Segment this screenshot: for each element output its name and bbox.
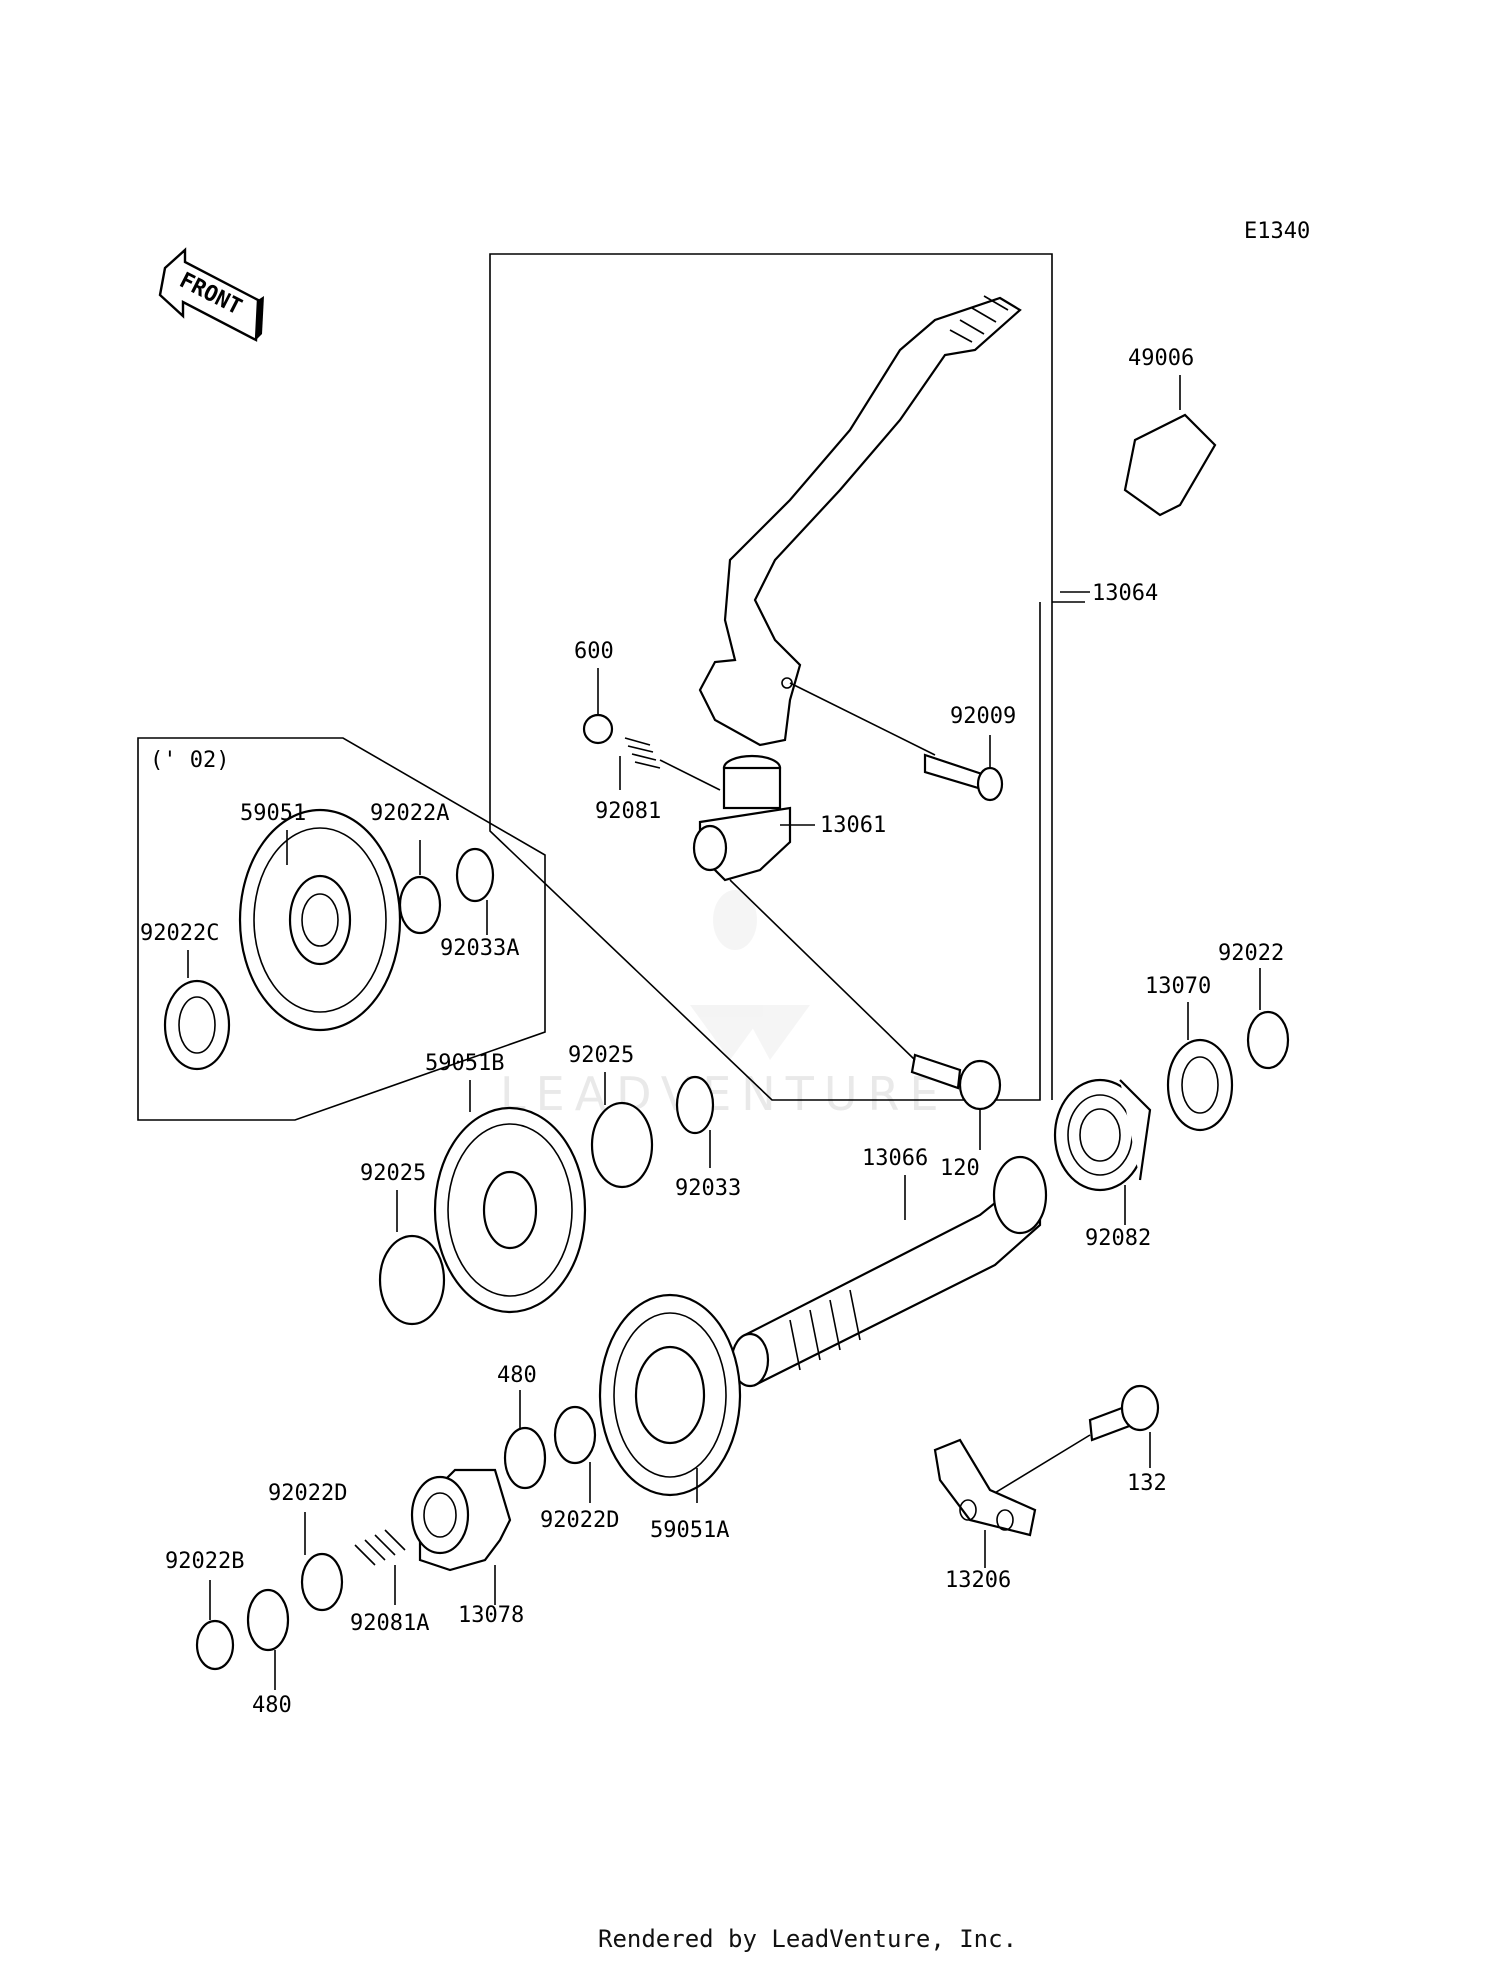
inset-label: (' 02) <box>150 748 229 773</box>
label-92025-left: 92025 <box>360 1161 426 1186</box>
gear-59051B <box>433 1106 587 1314</box>
label-13064: 13064 <box>1092 581 1158 606</box>
label-92033A: 92033A <box>440 936 519 961</box>
label-92082: 92082 <box>1085 1226 1151 1251</box>
label-92009: 92009 <box>950 704 1016 729</box>
kick-shaft-13066 <box>730 1155 1048 1388</box>
label-13066: 13066 <box>862 1146 928 1171</box>
label-13070: 13070 <box>1145 974 1211 999</box>
label-59051A: 59051A <box>650 1518 729 1543</box>
label-13061: 13061 <box>820 813 886 838</box>
label-13078: 13078 <box>458 1603 524 1628</box>
inset-box-02 <box>137 737 546 1121</box>
circlip-480-top <box>503 1426 547 1490</box>
washer-92025-left <box>378 1234 446 1326</box>
ratchet-13078 <box>410 1468 512 1572</box>
label-92022D-left: 92022D <box>268 1481 347 1506</box>
stopper-plate-13206 <box>933 1438 1037 1537</box>
circlip-480-bottom <box>246 1588 290 1652</box>
label-59051B: 59051B <box>425 1051 504 1076</box>
spring-92081 <box>624 737 661 769</box>
collar-13070 <box>1166 1038 1234 1132</box>
torsion-spring-92082 <box>1053 1078 1152 1192</box>
label-92022C: 92022C <box>140 921 219 946</box>
label-480-top: 480 <box>497 1363 537 1388</box>
label-13206: 13206 <box>945 1568 1011 1593</box>
bolt-132 <box>1088 1384 1160 1442</box>
washer-92025-top <box>590 1101 654 1189</box>
label-92022D-right: 92022D <box>540 1508 619 1533</box>
label-132: 132 <box>1127 1471 1167 1496</box>
gear-59051A <box>598 1293 742 1497</box>
front-arrow-icon: FRONT <box>158 247 264 342</box>
washer-92022A <box>398 875 442 935</box>
label-92081A: 92081A <box>350 1611 429 1636</box>
label-92022B: 92022B <box>165 1549 244 1574</box>
circlip-92033 <box>675 1075 715 1135</box>
bolt-120 <box>910 1053 1002 1111</box>
label-480-bottom: 480 <box>252 1693 292 1718</box>
circlip-92033A <box>455 847 495 903</box>
kick-pedal-lever <box>698 295 1022 747</box>
watermark-logo <box>690 890 810 1060</box>
label-92081: 92081 <box>595 799 661 824</box>
label-59051: 59051 <box>240 801 306 826</box>
spring-92081A <box>354 1529 406 1566</box>
label-92022A: 92022A <box>370 801 449 826</box>
label-92025-top: 92025 <box>568 1043 634 1068</box>
watermark-text: LEADVENTURE <box>500 1067 949 1121</box>
label-600: 600 <box>574 639 614 664</box>
footer-credit: Rendered by LeadVenture, Inc. <box>598 1925 1017 1953</box>
kick-pedal-assembly-box <box>489 253 1085 1101</box>
kick-rubber-cover <box>1123 413 1217 517</box>
diagram-code: E1340 <box>1244 219 1310 244</box>
washer-92022C <box>163 979 231 1071</box>
washer-92022D-right <box>553 1405 597 1465</box>
steel-ball-icon <box>582 713 614 745</box>
label-92022: 92022 <box>1218 941 1284 966</box>
gear-59051 <box>238 808 402 1032</box>
washer-92022D-left <box>300 1552 344 1612</box>
washer-92022B <box>195 1619 235 1671</box>
label-92033: 92033 <box>675 1176 741 1201</box>
label-120: 120 <box>940 1156 980 1181</box>
label-49006: 49006 <box>1128 346 1194 371</box>
kick-pivot-13061 <box>692 754 792 882</box>
washer-92022 <box>1246 1010 1290 1070</box>
